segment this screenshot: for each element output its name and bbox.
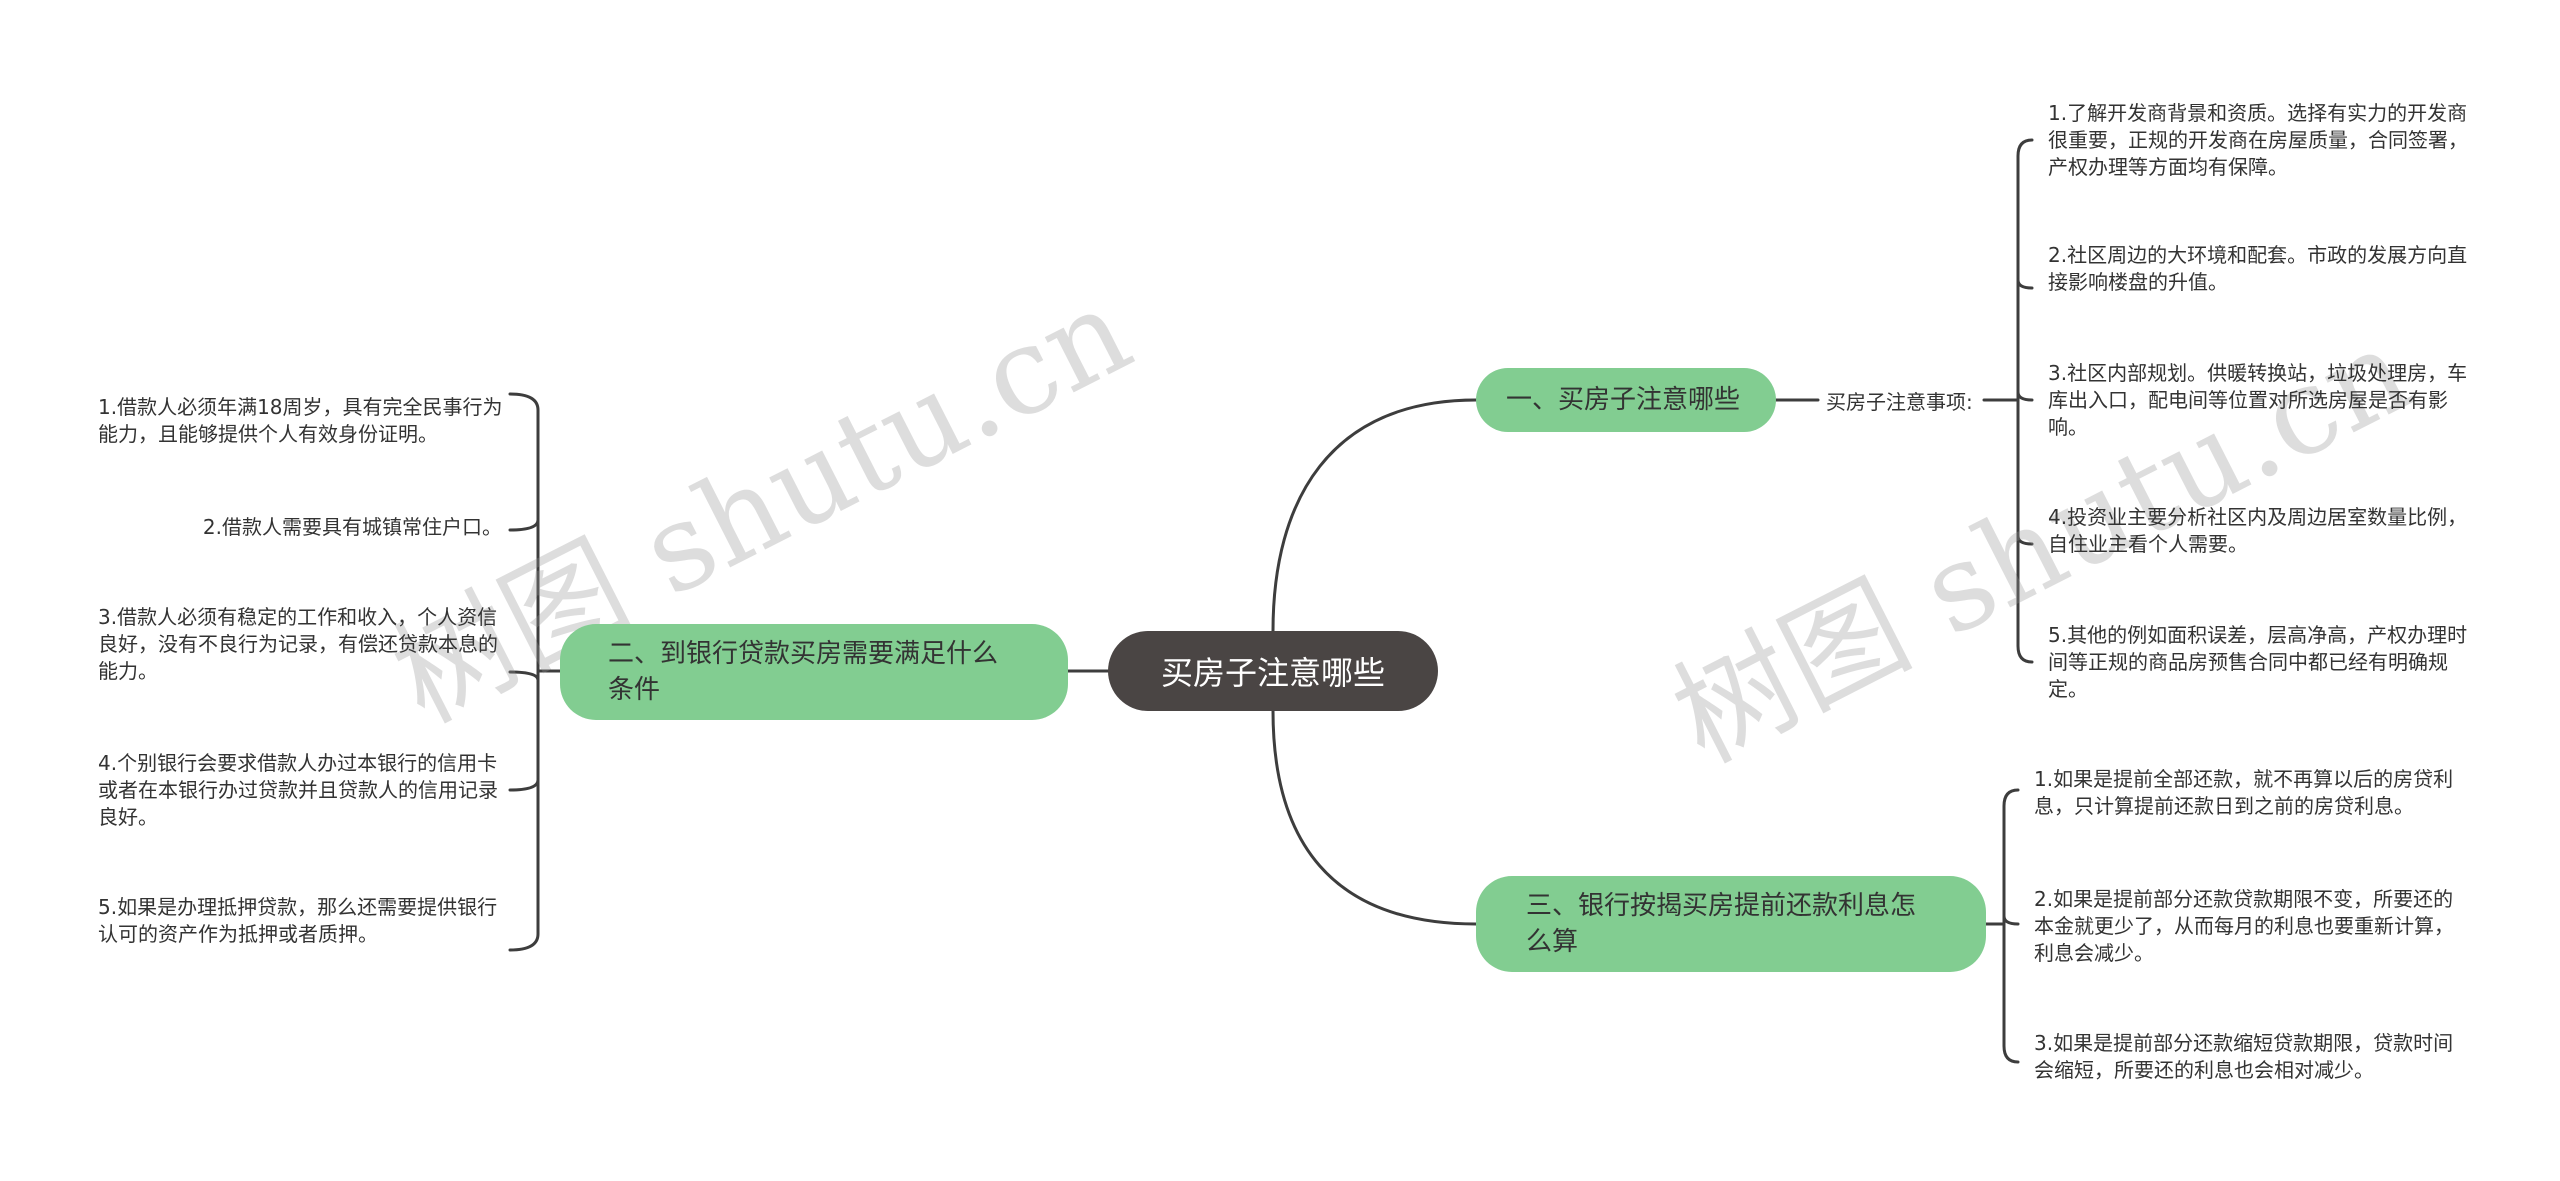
branch-prepayment-interest[interactable]: 三、银行按揭买房提前还款利息怎么算: [1476, 876, 1986, 972]
leaf-item[interactable]: 2.借款人需要具有城镇常住户口。: [98, 514, 502, 541]
leaf-text: 2.社区周边的大环境和配套。市政的发展方向直接影响楼盘的升值。: [2048, 243, 2468, 294]
leaf-text: 4.个别银行会要求借款人办过本银行的信用卡或者在本银行办过贷款并且贷款人的信用记…: [98, 751, 498, 829]
leaf-item[interactable]: 1.了解开发商背景和资质。选择有实力的开发商很重要，正规的开发商在房屋质量，合同…: [2048, 100, 2468, 181]
leaf-item[interactable]: 2.如果是提前部分还款贷款期限不变，所要还的本金就更少了，从而每月的利息也要重新…: [2034, 886, 2462, 967]
bracket-branch3: [2002, 788, 2020, 1064]
leaf-item[interactable]: 1.如果是提前全部还款，就不再算以后的房贷利息，只计算提前还款日到之前的房贷利息…: [2034, 766, 2462, 820]
connector-root-branch3: [1271, 709, 1478, 926]
subtopic-label: 买房子注意事项:: [1826, 389, 1973, 414]
leaf-item[interactable]: 2.社区周边的大环境和配套。市政的发展方向直接影响楼盘的升值。: [2048, 242, 2468, 296]
leaf-item[interactable]: 3.社区内部规划。供暖转换站，垃圾处理房，车库出入口，配电间等位置对所选房屋是否…: [2048, 360, 2468, 441]
branch-label: 一、买房子注意哪些: [1506, 385, 1741, 415]
branch-loan-conditions[interactable]: 二、到银行贷款买房需要满足什么条件: [560, 624, 1068, 720]
leaf-text: 2.借款人需要具有城镇常住户口。: [202, 515, 502, 539]
root-topic-label: 买房子注意哪些: [1160, 654, 1385, 692]
connector-root-branch1: [1271, 398, 1478, 633]
leaf-item[interactable]: 4.投资业主要分析社区内及周边居室数量比例，自住业主看个人需要。: [2048, 504, 2468, 558]
leaf-text: 3.借款人必须有稳定的工作和收入，个人资信良好，没有不良行为记录，有偿还贷款本息…: [98, 605, 498, 683]
leaf-item[interactable]: 5.如果是办理抵押贷款，那么还需要提供银行认可的资产作为抵押或者质押。: [98, 894, 516, 948]
subtopic-notes[interactable]: 买房子注意事项:: [1826, 384, 2006, 416]
leaf-item[interactable]: 3.如果是提前部分还款缩短贷款期限，贷款时间会缩短，所要还的利息也会相对减少。: [2034, 1030, 2462, 1084]
leaf-text: 4.投资业主要分析社区内及周边居室数量比例，自住业主看个人需要。: [2048, 505, 2468, 556]
root-topic[interactable]: 买房子注意哪些: [1108, 631, 1438, 711]
leaf-item[interactable]: 5.其他的例如面积误差，层高净高，产权办理时间等正规的商品房预售合同中都已经有明…: [2048, 622, 2468, 703]
leaf-text: 5.如果是办理抵押贷款，那么还需要提供银行认可的资产作为抵押或者质押。: [98, 895, 498, 946]
leaf-item[interactable]: 3.借款人必须有稳定的工作和收入，个人资信良好，没有不良行为记录，有偿还贷款本息…: [98, 604, 516, 685]
leaf-text: 1.了解开发商背景和资质。选择有实力的开发商很重要，正规的开发商在房屋质量，合同…: [2048, 101, 2468, 179]
leaf-item[interactable]: 1.借款人必须年满18周岁，具有完全民事行为能力，且能够提供个人有效身份证明。: [98, 394, 516, 448]
leaf-item[interactable]: 4.个别银行会要求借款人办过本银行的信用卡或者在本银行办过贷款并且贷款人的信用记…: [98, 750, 516, 831]
branch-label: 三、银行按揭买房提前还款利息怎么算: [1526, 891, 1917, 957]
leaf-text: 3.社区内部规划。供暖转换站，垃圾处理房，车库出入口，配电间等位置对所选房屋是否…: [2048, 361, 2468, 439]
leaf-text: 1.借款人必须年满18周岁，具有完全民事行为能力，且能够提供个人有效身份证明。: [98, 395, 503, 446]
leaf-text: 5.其他的例如面积误差，层高净高，产权办理时间等正规的商品房预售合同中都已经有明…: [2048, 623, 2468, 701]
leaf-text: 1.如果是提前全部还款，就不再算以后的房贷利息，只计算提前还款日到之前的房贷利息…: [2034, 767, 2454, 818]
leaf-text: 3.如果是提前部分还款缩短贷款期限，贷款时间会缩短，所要还的利息也会相对减少。: [2034, 1031, 2454, 1082]
branch-buy-house-notes[interactable]: 一、买房子注意哪些: [1476, 368, 1776, 432]
leaf-text: 2.如果是提前部分还款贷款期限不变，所要还的本金就更少了，从而每月的利息也要重新…: [2034, 887, 2454, 965]
branch-label: 二、到银行贷款买房需要满足什么条件: [608, 639, 999, 705]
